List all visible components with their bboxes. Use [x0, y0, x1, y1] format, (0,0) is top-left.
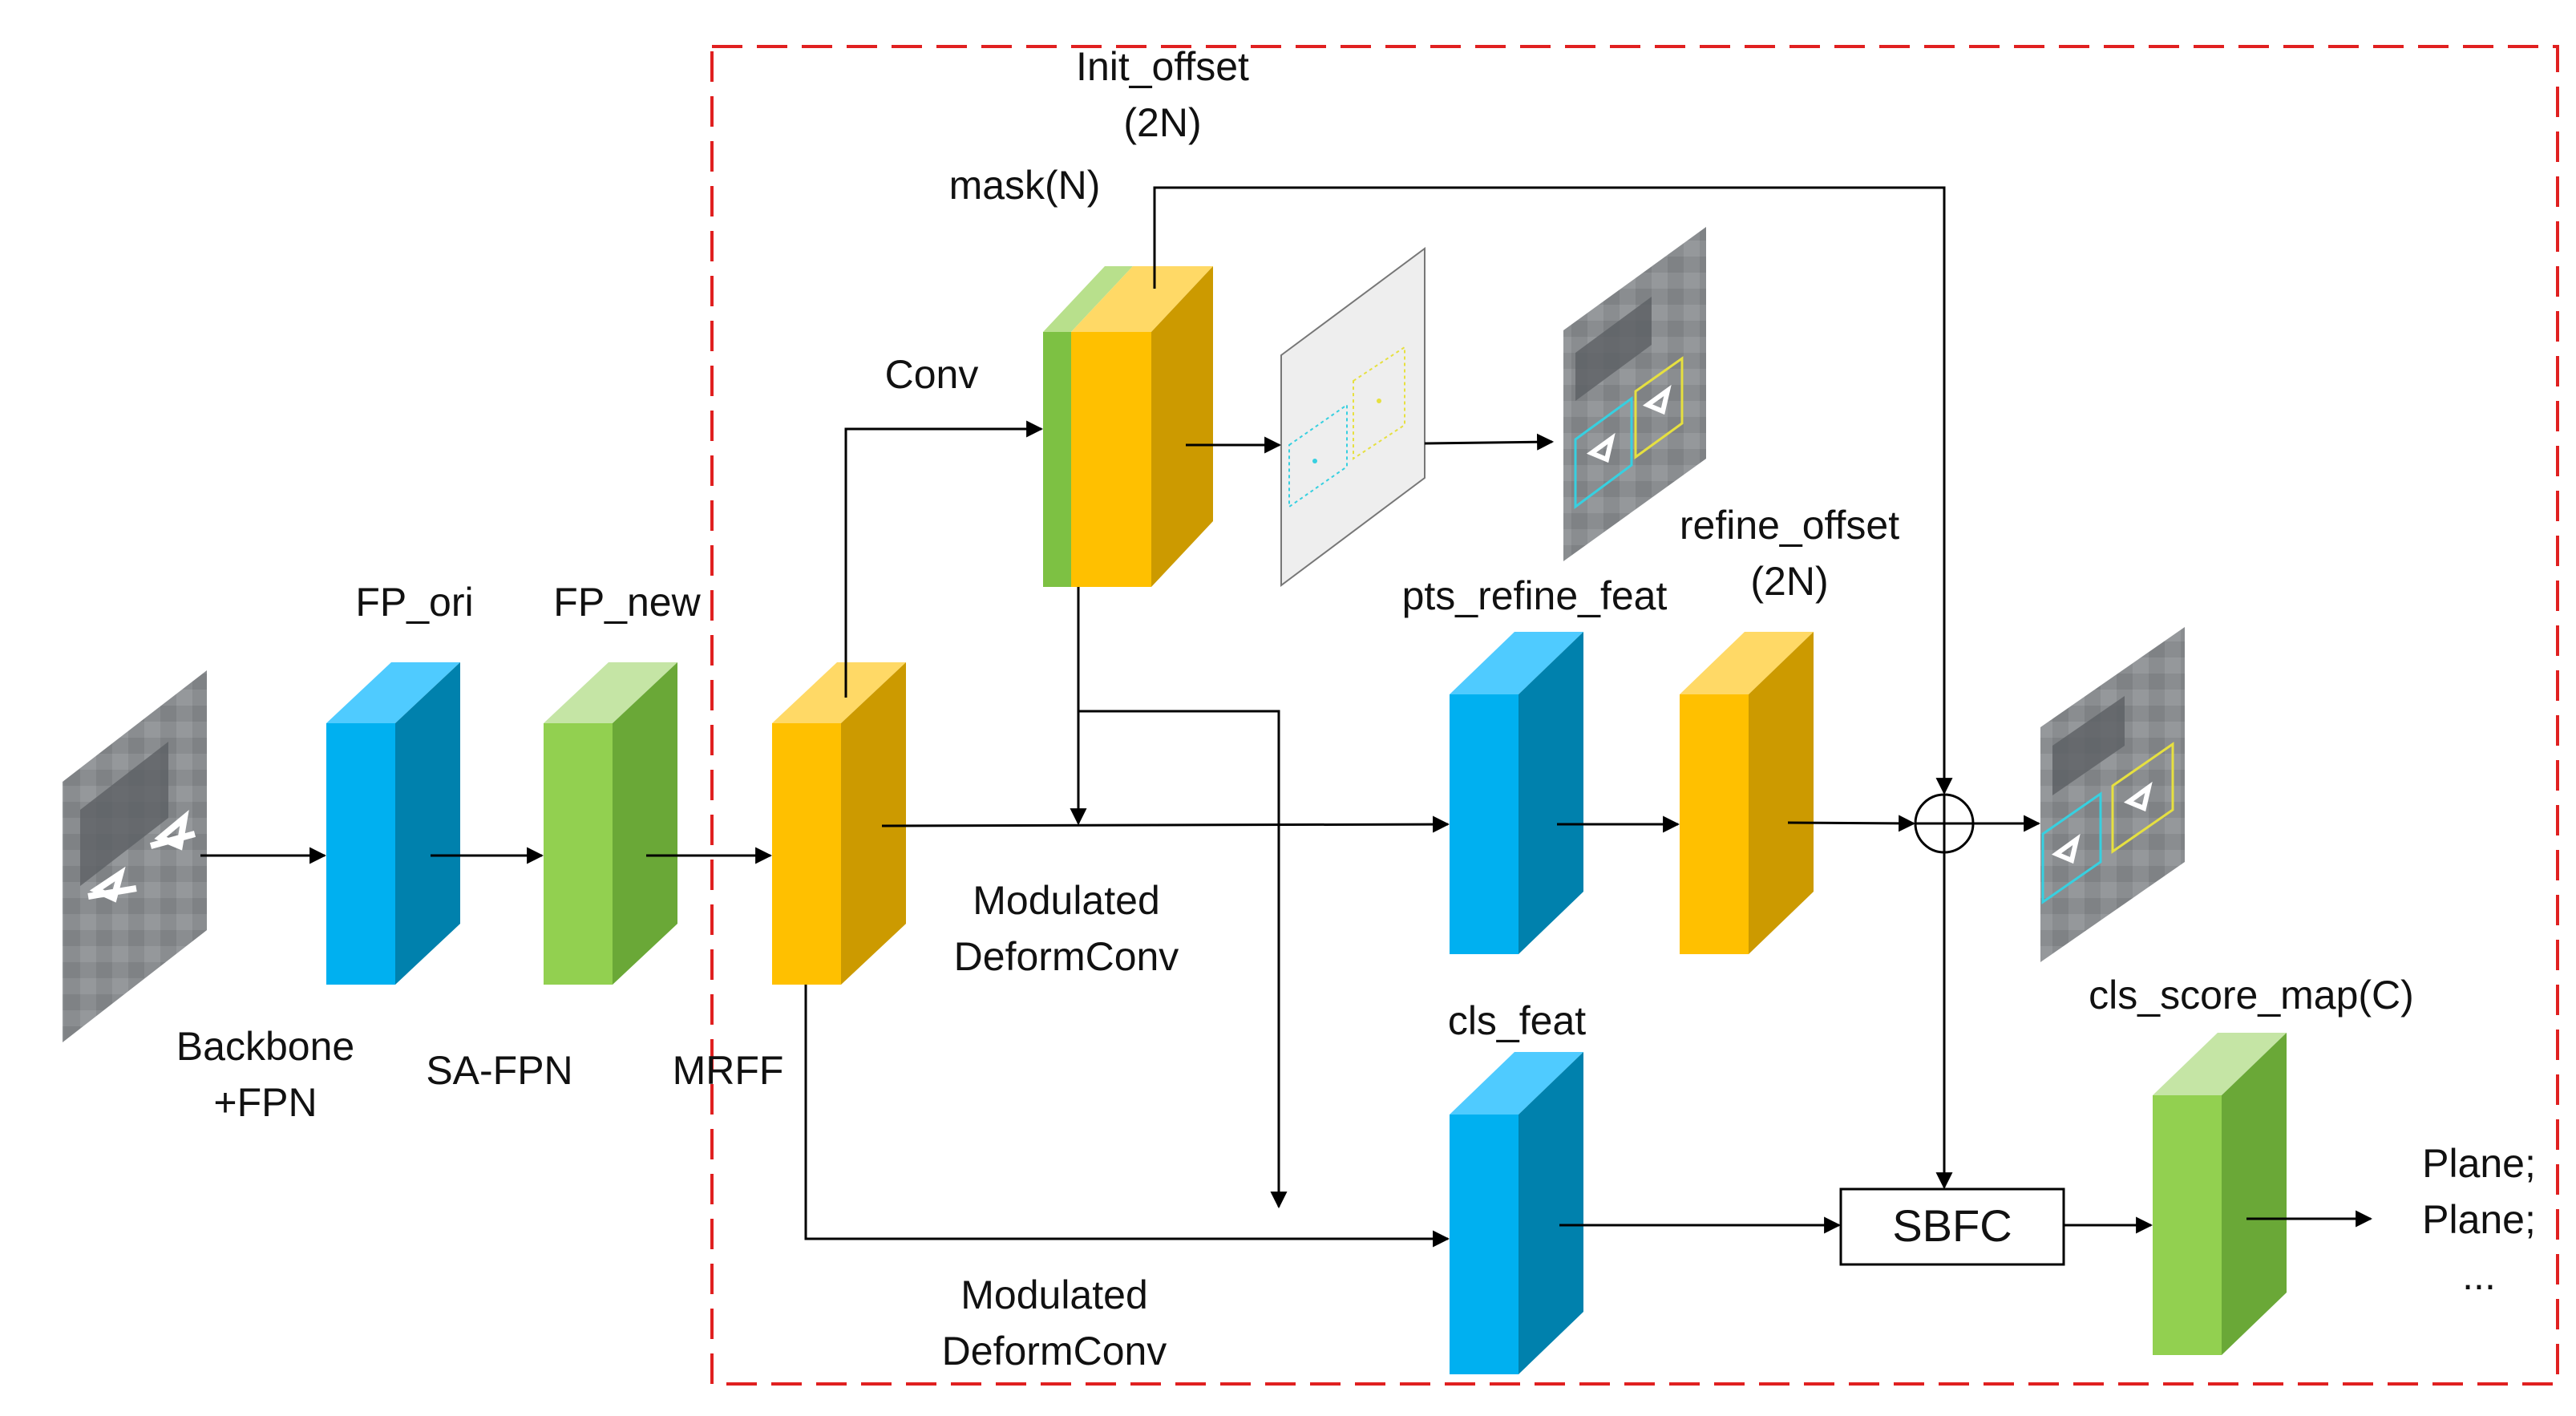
- label-sbfc: SBFC: [1892, 1200, 2012, 1251]
- arrow-mrff-to-pts-refine: [881, 815, 1450, 833]
- label-output-1: Plane;: [2422, 1141, 2536, 1186]
- arrow-mrff-conv-to-offset: [844, 420, 1044, 698]
- mrff-block: [772, 662, 906, 985]
- fp-new-block: [544, 662, 677, 985]
- pts-refine-feat-block: [1450, 632, 1583, 954]
- arrow-init-offset-to-sum: [1153, 186, 1953, 795]
- output-aerial-image: [2040, 627, 2185, 962]
- label-mask: mask(N): [949, 163, 1101, 208]
- refined-points-image: [1563, 227, 1706, 561]
- label-sa-fpn: SA-FPN: [426, 1048, 572, 1093]
- connectors: [200, 186, 2373, 1248]
- label-pts-refine-feat: pts_refine_feat: [1402, 573, 1668, 618]
- sampling-points-plane: [1280, 247, 1425, 587]
- label-refine-offset-1: refine_offset: [1680, 503, 1899, 548]
- arrow-offset-to-cls-path: [1078, 710, 1288, 1209]
- label-mod-deform-1a: Modulated: [973, 878, 1160, 923]
- label-backbone-2: +FPN: [213, 1080, 317, 1125]
- cls-score-map-block: [2153, 1033, 2287, 1355]
- label-cls-feat: cls_feat: [1448, 998, 1586, 1043]
- fp-ori-block: [326, 662, 460, 985]
- label-output-3: ...: [2462, 1253, 2496, 1298]
- sum-node: [1914, 793, 1975, 854]
- arrow-plane-to-refined-image: [1424, 433, 1555, 451]
- label-init-offset-1: Init_offset: [1076, 44, 1249, 89]
- label-fp-ori: FP_ori: [355, 580, 473, 625]
- offset-mask-block: [1043, 266, 1213, 587]
- label-mod-deform-2b: DeformConv: [942, 1329, 1167, 1374]
- label-refine-offset-2: (2N): [1750, 559, 1828, 604]
- sbfc-box: [1839, 1187, 2065, 1266]
- label-conv: Conv: [885, 352, 979, 397]
- refine-offset-block: [1680, 632, 1814, 954]
- label-backbone-1: Backbone: [176, 1024, 354, 1069]
- label-init-offset-2: (2N): [1123, 100, 1201, 145]
- label-output-2: Plane;: [2422, 1197, 2536, 1242]
- label-cls-score-map: cls_score_map(C): [2089, 973, 2414, 1017]
- dashed-region: [710, 45, 2559, 1386]
- input-aerial-image: [63, 670, 207, 1042]
- arrow-mrff-to-cls-feat: [804, 985, 1450, 1248]
- label-mod-deform-2a: Modulated: [960, 1272, 1148, 1317]
- label-fp-new: FP_new: [553, 580, 701, 625]
- label-mrff: MRFF: [673, 1048, 784, 1093]
- label-mod-deform-1b: DeformConv: [954, 934, 1179, 979]
- cls-feat-block: [1450, 1052, 1583, 1374]
